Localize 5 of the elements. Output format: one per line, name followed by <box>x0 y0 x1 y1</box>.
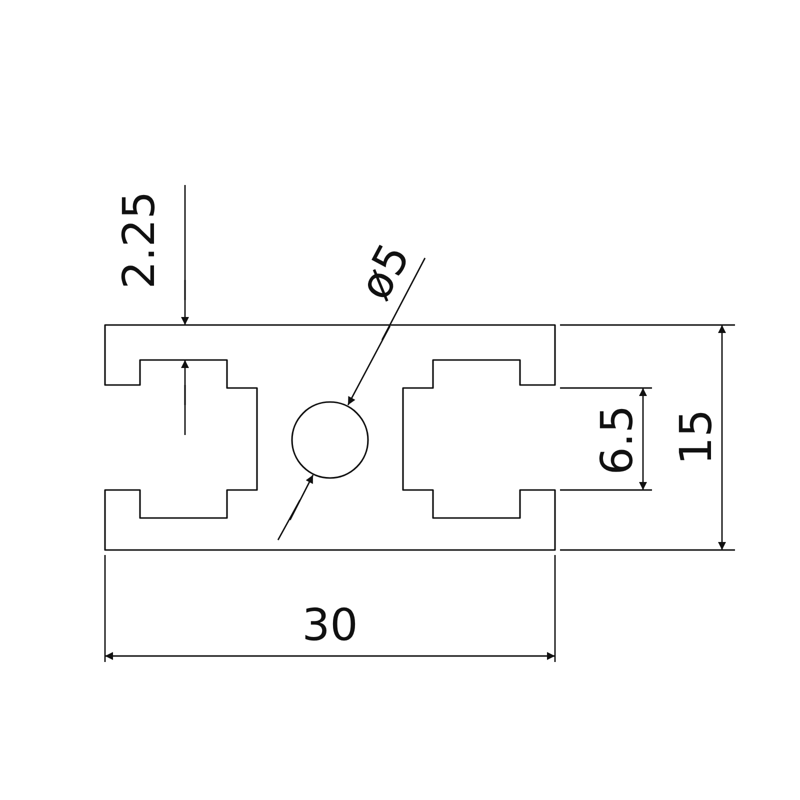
dimension-label: ø5 <box>352 237 418 307</box>
dimension-label: 30 <box>302 604 358 648</box>
dimension-label: 15 <box>675 409 719 465</box>
dimension-label: 6.5 <box>596 405 640 475</box>
dimension-label: 2.25 <box>118 191 162 289</box>
